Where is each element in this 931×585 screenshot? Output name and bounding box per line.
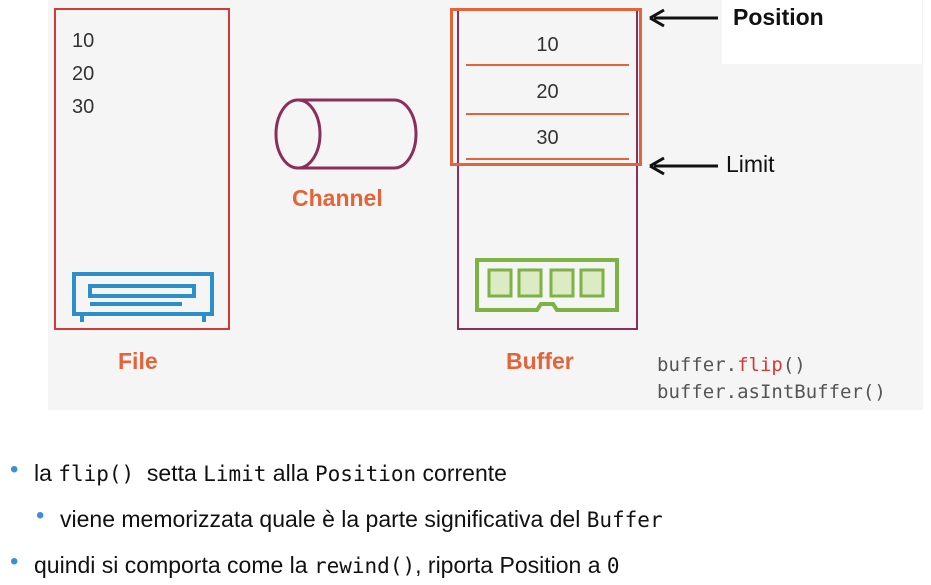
channel-caption: Channel xyxy=(292,185,383,211)
file-box: 10 20 30 xyxy=(54,8,230,330)
bullet-item: quindi si comporta come la rewind(), rip… xyxy=(34,552,620,579)
code-buffer: Buffer xyxy=(586,508,663,532)
text: corrente xyxy=(416,460,507,486)
buffer-caption: Buffer xyxy=(506,348,574,374)
code-flip: flip() xyxy=(58,462,135,486)
buffer-slot-divider xyxy=(466,113,629,115)
code-line-asintbuffer: buffer.asIntBuffer() xyxy=(657,381,886,403)
text: , riporta Position a xyxy=(415,552,607,578)
code-zero: 0 xyxy=(606,554,620,578)
limit-label: Limit xyxy=(726,151,775,177)
code-method: flip xyxy=(737,354,783,376)
file-value: 20 xyxy=(72,63,95,85)
code-limit: Limit xyxy=(203,462,267,486)
position-label: Position xyxy=(733,4,824,30)
buffer-value: 30 xyxy=(536,127,559,149)
code-prefix: buffer. xyxy=(657,354,738,376)
bullet-dot: • xyxy=(36,502,45,529)
code-position: Position xyxy=(315,462,417,486)
position-arrow-icon xyxy=(649,8,718,28)
text: quindi si comporta come la xyxy=(34,552,314,578)
position-limit-highlight xyxy=(450,8,642,166)
file-caption: File xyxy=(118,348,158,374)
code-line-flip: buffer.flip() xyxy=(657,354,806,376)
text: la xyxy=(34,460,59,486)
code-suffix: () xyxy=(782,354,806,376)
label-background xyxy=(722,0,922,64)
bullet-dot: • xyxy=(10,548,19,575)
buffer-slot-divider xyxy=(466,158,629,160)
file-value: 10 xyxy=(72,30,95,52)
memory-chip-icon xyxy=(475,258,619,312)
text: viene memorizzata quale è la parte signi… xyxy=(60,506,587,532)
bullet-dot: • xyxy=(10,456,19,483)
code-rewind: rewind() xyxy=(313,554,416,578)
buffer-slot-divider xyxy=(466,64,629,66)
limit-arrow-icon xyxy=(649,156,718,176)
bullet-item: la flip() setta Limit alla Position corr… xyxy=(34,460,507,487)
file-value: 30 xyxy=(72,96,95,118)
text: setta xyxy=(134,460,204,486)
bullet-item: viene memorizzata quale è la parte signi… xyxy=(60,506,663,533)
channel-cylinder-icon xyxy=(274,98,418,170)
buffer-value: 20 xyxy=(536,81,559,103)
hard-drive-icon xyxy=(72,272,214,322)
text: alla xyxy=(266,460,316,486)
buffer-value: 10 xyxy=(536,34,559,56)
